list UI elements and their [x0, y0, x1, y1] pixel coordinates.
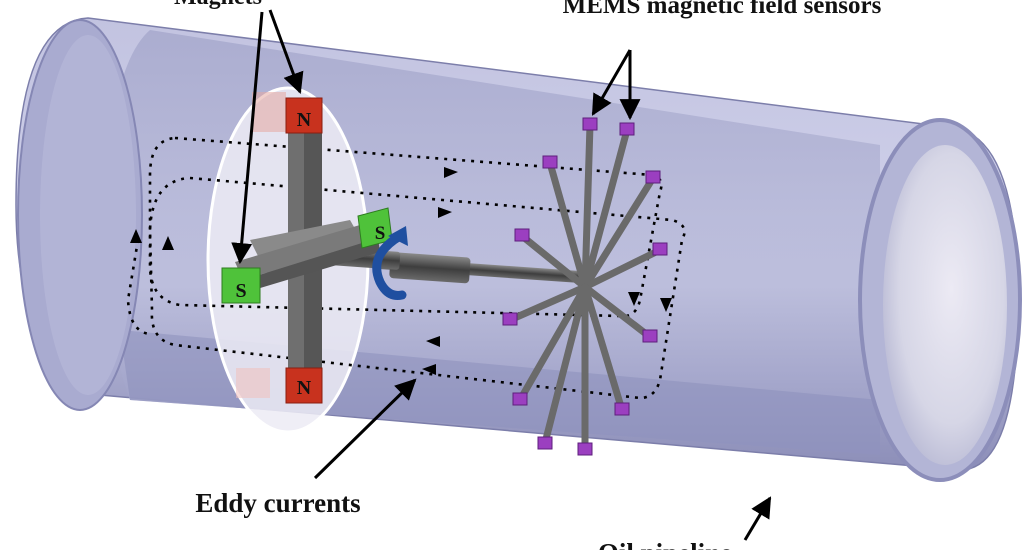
sensor-arm	[581, 283, 626, 414]
sensor-arm	[541, 283, 589, 447]
shaft-coupling	[389, 252, 471, 284]
sensor-arm	[581, 174, 657, 291]
sensor-tip	[512, 392, 528, 406]
sensor-arm	[581, 283, 654, 341]
eddy-arrow-right-1	[628, 292, 640, 306]
sensors-pointer-left	[591, 49, 632, 116]
sensor-arm	[506, 283, 589, 324]
sensor-tip	[542, 155, 558, 169]
sensor-arm	[518, 232, 589, 291]
eddy-currents-label: Eddy currents	[195, 488, 360, 518]
eddy-arrow-left-2	[162, 236, 174, 250]
pipeline-pointer	[743, 496, 772, 541]
sensor-tip	[582, 117, 598, 131]
eddy-arrow-bottom-1	[426, 336, 440, 347]
north-pole-bottom-label: N	[297, 377, 312, 399]
eddy-loop-left-stub	[126, 239, 151, 336]
north-pole-top-label: N	[297, 109, 312, 131]
pipe-right-end-inner	[883, 145, 1007, 465]
eddy-current-arrows	[130, 167, 672, 375]
magnets-pointer-to-top-magnet	[268, 9, 304, 94]
eddy-arrow-top-1	[444, 167, 458, 178]
pipe-left-opening-inner	[40, 35, 136, 395]
sensor-tip	[502, 312, 518, 326]
magnets-label: Magnets	[174, 0, 262, 10]
sensor-tip	[514, 228, 530, 242]
south-pole-left	[221, 267, 261, 304]
magnet-bar-horizontal-shade	[243, 238, 380, 292]
sensor-tip	[652, 242, 668, 256]
sensor-arm	[581, 246, 664, 291]
eddy-current-loops	[126, 136, 686, 400]
mems-sensor-array	[506, 121, 664, 454]
eddy-arrow-bottom-2	[422, 364, 436, 375]
disc-ghost-bottom	[236, 368, 270, 398]
north-pole-top	[285, 97, 323, 134]
sensor-tip	[537, 436, 553, 450]
curved-rotation-arrow-icon	[372, 226, 408, 300]
magnet-assembly: N N S S	[221, 97, 393, 404]
magnet-bar-horizontal	[235, 222, 378, 280]
south-pole-right-label: S	[375, 223, 386, 244]
sensors-label: MEMS magnetic field sensors	[563, 0, 882, 19]
north-pole-bottom	[285, 367, 323, 404]
sensor-arm	[581, 121, 594, 291]
label-pointers	[231, 9, 772, 541]
sensor-arm	[581, 126, 631, 291]
eddy-pointer	[313, 378, 417, 480]
sensor-tip	[619, 122, 635, 136]
eddy-arrow-left-1	[130, 229, 142, 243]
sensor-tip	[642, 329, 658, 343]
oil-pipeline-label: Oil pipeline	[598, 538, 732, 550]
sensor-arm	[516, 283, 589, 404]
magnets-pointer-to-left-magnet	[231, 11, 264, 265]
eddy-arrow-top-2	[438, 207, 452, 218]
disc-ghost-top	[252, 92, 286, 132]
eddy-arrow-right-2	[660, 298, 672, 312]
mems-sensor-tips	[502, 117, 668, 456]
sensor-tip	[614, 402, 630, 416]
sensor-arm	[546, 159, 589, 291]
sensor-tip	[645, 170, 661, 184]
south-pole-left-label: S	[235, 280, 246, 302]
sensor-tip	[577, 442, 593, 456]
